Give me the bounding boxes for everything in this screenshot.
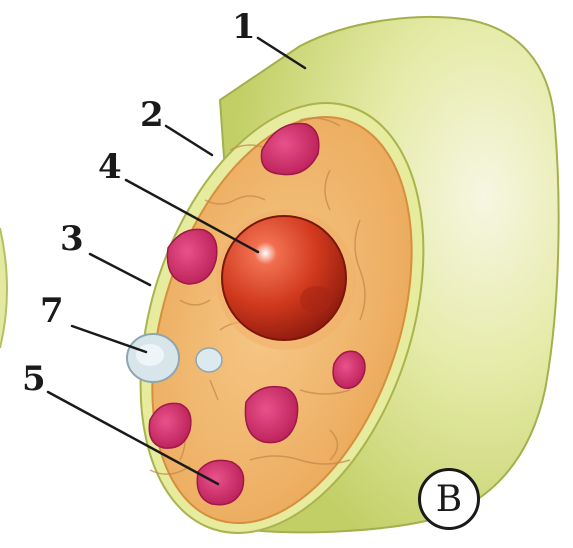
label-2: 2 bbox=[140, 98, 164, 132]
label-3: 3 bbox=[60, 222, 84, 256]
label-7: 7 bbox=[40, 294, 64, 328]
panel-letter-badge: B bbox=[418, 468, 480, 530]
label-5: 5 bbox=[22, 362, 46, 396]
label-1: 1 bbox=[232, 10, 256, 44]
label-4: 4 bbox=[98, 150, 122, 184]
nucleus bbox=[216, 210, 356, 350]
vacuole bbox=[196, 348, 222, 372]
chloroplast bbox=[197, 460, 243, 504]
neighbor-cell-edge bbox=[0, 228, 7, 348]
chloroplast bbox=[245, 387, 297, 443]
